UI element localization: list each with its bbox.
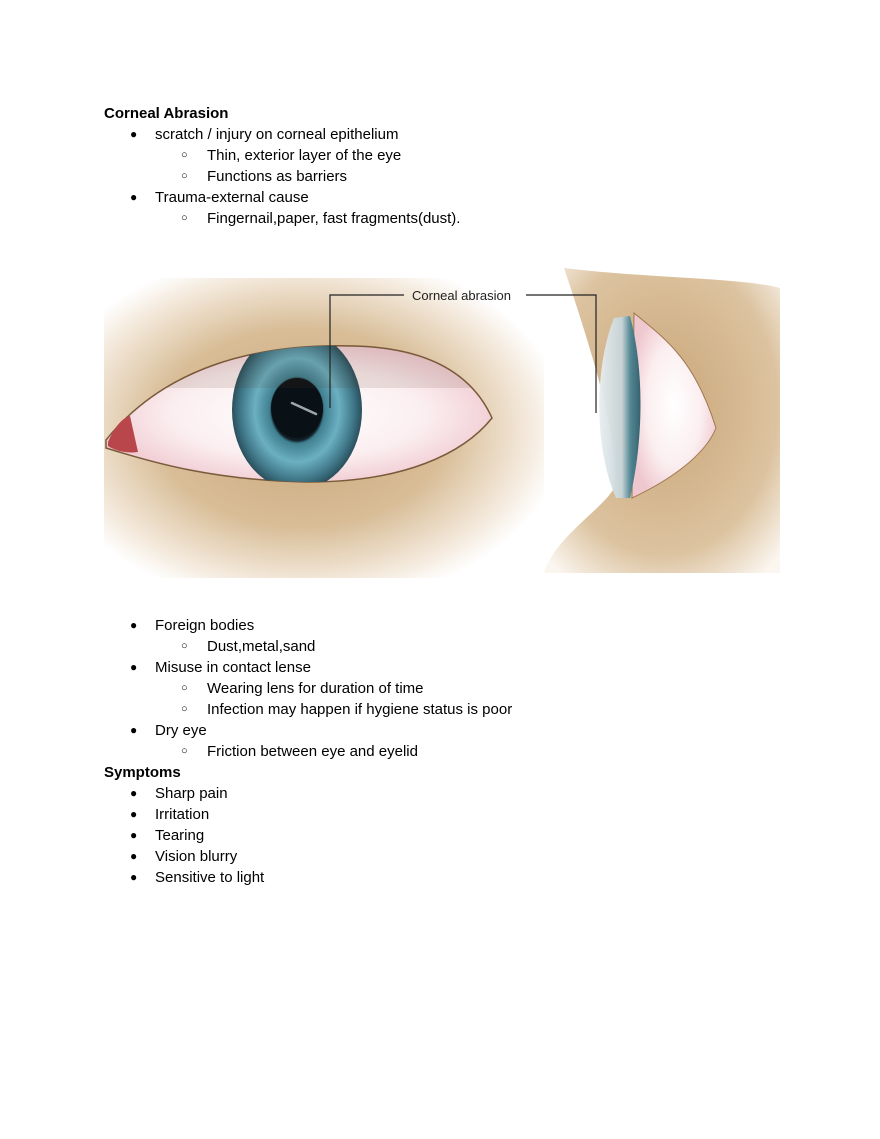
- bullet-hollow-icon: ○: [181, 170, 188, 182]
- list-item: ●Dry eye: [130, 722, 207, 739]
- list-item: ○Wearing lens for duration of time: [181, 680, 424, 697]
- callout-line-side: [526, 294, 597, 413]
- list-item: ○Thin, exterior layer of the eye: [181, 147, 402, 164]
- list-item: ●Vision blurry: [130, 848, 238, 865]
- callout-line-front: [329, 294, 404, 408]
- bullet-filled-icon: ●: [130, 618, 138, 632]
- list-causes-top: ●scratch / injury on corneal epithelium …: [0, 124, 460, 229]
- bullet-filled-icon: ●: [130, 786, 138, 800]
- list-item: ○Infection may happen if hygiene status …: [181, 701, 513, 718]
- heading-symptoms: Symptoms: [104, 764, 181, 781]
- list-item: ●Irritation: [130, 806, 210, 823]
- bullet-hollow-icon: ○: [181, 149, 188, 161]
- bullet-filled-icon: ●: [130, 190, 138, 204]
- list-item: ○Functions as barriers: [181, 168, 348, 185]
- list-item: ●scratch / injury on corneal epithelium: [130, 126, 399, 143]
- list-item: ●Tearing: [130, 827, 205, 844]
- bullet-filled-icon: ●: [130, 127, 138, 141]
- bullet-filled-icon: ●: [130, 807, 138, 821]
- list-item: ○Dust,metal,sand: [181, 638, 316, 655]
- bullet-filled-icon: ●: [130, 723, 138, 737]
- list-symptoms: ●Sharp pain ●Irritation ●Tearing ●Vision…: [0, 783, 264, 888]
- bullet-hollow-icon: ○: [181, 703, 188, 715]
- list-item: ●Misuse in contact lense: [130, 659, 311, 676]
- list-item: ○Friction between eye and eyelid: [181, 743, 418, 760]
- heading-corneal-abrasion: Corneal Abrasion: [104, 105, 229, 122]
- cornea-side-view: [599, 316, 641, 498]
- bullet-hollow-icon: ○: [181, 745, 188, 757]
- bullet-hollow-icon: ○: [181, 640, 188, 652]
- callout-label: Corneal abrasion: [412, 288, 511, 303]
- bullet-filled-icon: ●: [130, 870, 138, 884]
- list-item: ●Sensitive to light: [130, 869, 265, 886]
- bullet-filled-icon: ●: [130, 849, 138, 863]
- pupil: [271, 378, 323, 438]
- bullet-filled-icon: ●: [130, 660, 138, 674]
- corneal-abrasion-illustration: Corneal abrasion: [104, 258, 780, 588]
- list-item: ●Sharp pain: [130, 785, 228, 802]
- bullet-hollow-icon: ○: [181, 212, 188, 224]
- bullet-hollow-icon: ○: [181, 682, 188, 694]
- list-item: ●Trauma-external cause: [130, 189, 309, 206]
- list-item: ●Foreign bodies: [130, 617, 255, 634]
- list-causes-bottom: ●Foreign bodies ○Dust,metal,sand ●Misuse…: [0, 615, 512, 762]
- list-item: ○Fingernail,paper, fast fragments(dust).: [181, 210, 461, 227]
- bullet-filled-icon: ●: [130, 828, 138, 842]
- abrasion-scratch: [290, 401, 318, 416]
